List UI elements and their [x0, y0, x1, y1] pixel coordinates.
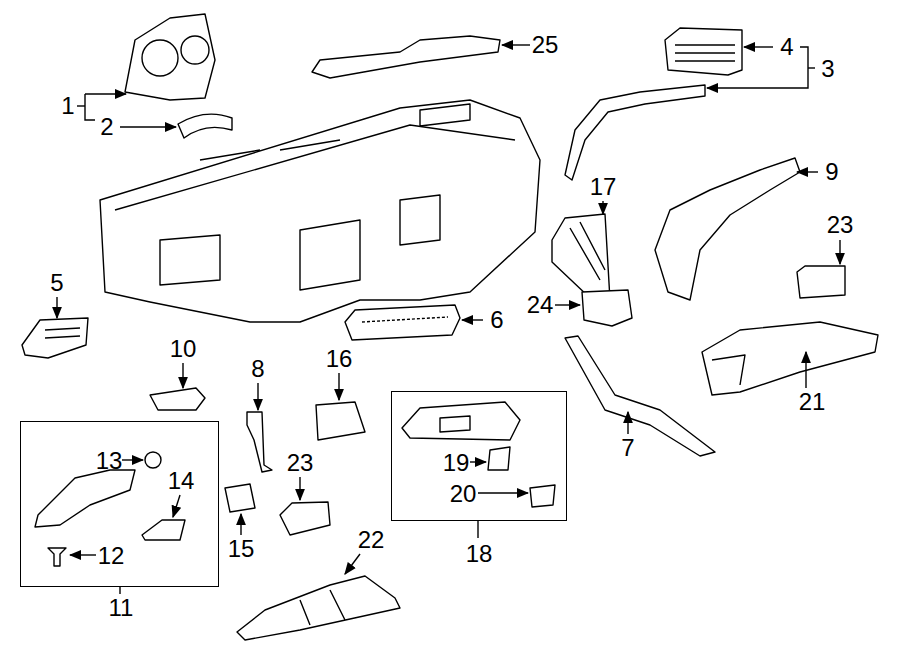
callout-number: 6: [490, 308, 503, 332]
callout-number: 7: [621, 436, 634, 460]
callout-number: 5: [50, 271, 63, 295]
callout-number: 4: [780, 35, 793, 59]
group-box: 13141211: [20, 421, 219, 587]
callout-number: 23: [827, 213, 854, 237]
callout-number: 21: [799, 390, 826, 414]
callout-number: 13: [96, 449, 123, 473]
callout-number: 25: [532, 33, 559, 57]
callout-number: 22: [358, 528, 385, 552]
callout-number: 24: [527, 293, 554, 317]
callout-number: 20: [450, 482, 477, 506]
group-box: 192018: [391, 391, 567, 521]
callout-number: 19: [443, 451, 470, 475]
callout-number: 9: [825, 160, 838, 184]
callout-number: 8: [251, 357, 264, 381]
callout-number: 18: [466, 542, 493, 566]
callout-number: 1: [61, 94, 74, 118]
callout-number: 3: [821, 57, 834, 81]
callout-number: 11: [109, 596, 134, 620]
callout-number: 12: [98, 544, 125, 568]
callout-number: 10: [170, 337, 197, 361]
callout-number: 15: [228, 537, 255, 561]
callout-number: 14: [168, 469, 195, 493]
callout-number: 17: [590, 175, 617, 199]
callout-number: 16: [326, 347, 353, 371]
callout-number: 2: [100, 115, 113, 139]
callout-number: 23: [287, 451, 314, 475]
